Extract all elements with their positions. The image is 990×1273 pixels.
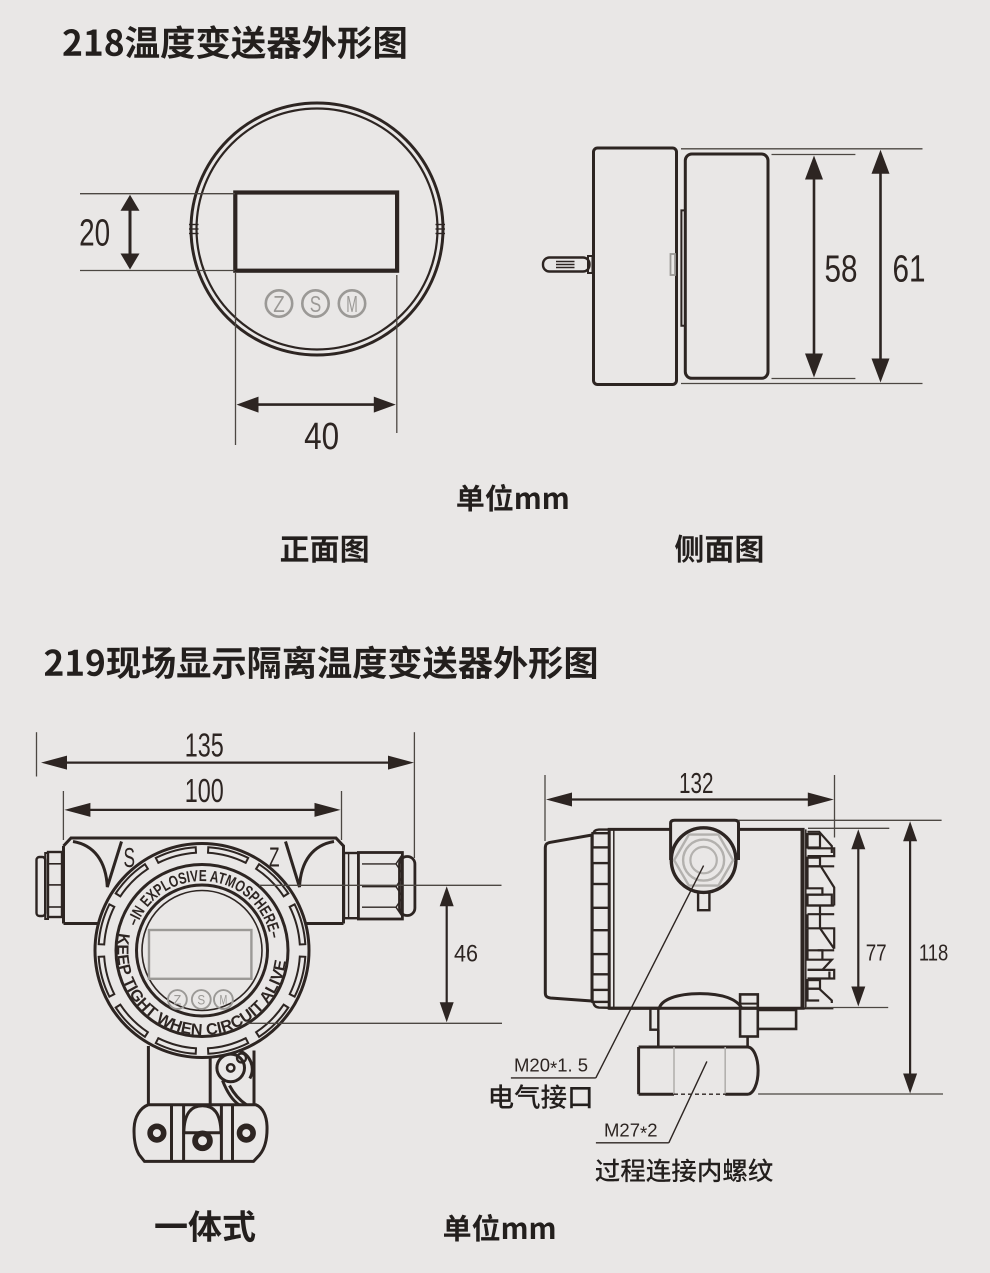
svg-text:Z: Z <box>273 291 285 317</box>
svg-text:100: 100 <box>185 772 224 809</box>
svg-text:S: S <box>124 842 136 873</box>
svg-text:20: 20 <box>79 213 110 255</box>
svg-text:M: M <box>220 991 228 1007</box>
svg-text:M20*1. 5: M20*1. 5 <box>514 1055 588 1079</box>
svg-text:132: 132 <box>679 768 714 800</box>
svg-text:S: S <box>197 991 205 1007</box>
svg-text:S: S <box>310 291 322 317</box>
svg-text:M27*2: M27*2 <box>604 1120 658 1144</box>
svg-text:M: M <box>346 291 358 317</box>
svg-text:58: 58 <box>825 249 858 291</box>
svg-text:77: 77 <box>866 939 887 965</box>
svg-text:46: 46 <box>454 941 478 968</box>
svg-text:135: 135 <box>185 727 224 764</box>
svg-text:Z: Z <box>269 841 280 872</box>
svg-text:61: 61 <box>893 249 926 291</box>
svg-text:118: 118 <box>919 939 948 965</box>
svg-text:40: 40 <box>304 416 339 458</box>
svg-text:Z: Z <box>174 991 182 1007</box>
